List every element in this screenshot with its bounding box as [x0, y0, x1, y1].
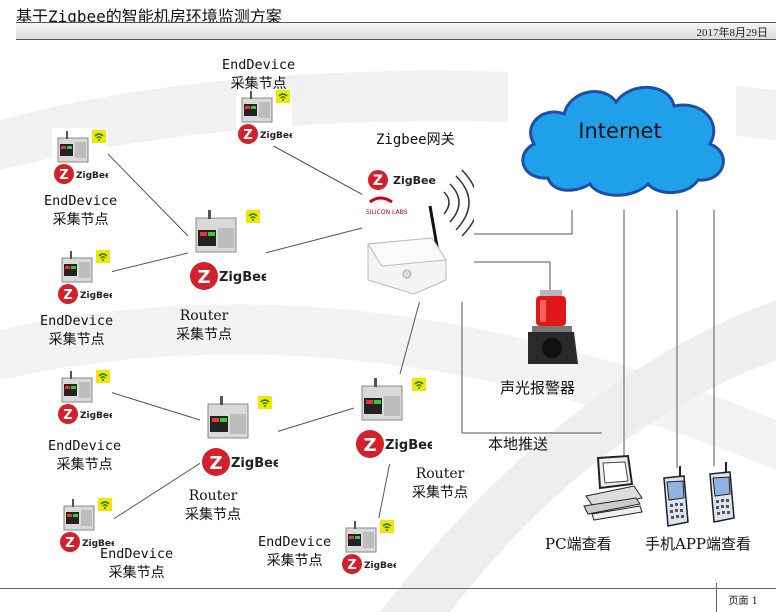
end-bottom-label: EndDevice 采集节点 — [258, 533, 331, 571]
cloud-label: Internet — [578, 119, 661, 143]
local-push-label: 本地推送 — [488, 435, 549, 453]
page-footer: 页面 1 — [0, 583, 776, 612]
cloud-shape — [521, 86, 725, 197]
page-number: 页面 1 — [728, 596, 758, 607]
link-gateway-internet — [474, 210, 573, 235]
router1-type: Router — [179, 308, 229, 324]
router1-label: Router 采集节点 — [176, 307, 232, 345]
page-date: 2017年8月29日 — [696, 27, 769, 39]
router2-label: Router 采集节点 — [185, 487, 241, 525]
internet-cloud: Internet — [508, 70, 736, 210]
link-end-left3-router2 — [109, 391, 201, 421]
end-left3-type: EndDevice — [48, 438, 122, 454]
end-bottom-type: EndDevice — [258, 534, 332, 550]
end-left1-label: EndDevice 采集节点 — [44, 192, 117, 230]
end-left3-role: 采集节点 — [56, 457, 113, 473]
footer-rule — [0, 588, 776, 589]
page-title: 基于Zigbee的智能机房环境监测方案 — [16, 7, 282, 26]
end-left4-label: EndDevice 采集节点 — [100, 545, 173, 583]
date-bar: 2017年8月29日 — [16, 22, 776, 40]
end-left3-label: EndDevice 采集节点 — [48, 437, 121, 475]
link-end-bottom-router3 — [377, 461, 391, 523]
end-device-top — [236, 88, 292, 146]
end-device-left-1 — [52, 128, 108, 186]
zigbee-gateway: Z ZigBee SILICON LABS — [362, 152, 474, 302]
router3-type: Router — [415, 466, 465, 482]
end-device-left-3 — [56, 368, 112, 426]
end-left2-role: 采集节点 — [48, 332, 105, 348]
end-device-bottom — [340, 518, 396, 576]
phone-icon-1 — [663, 466, 689, 527]
link-local-push — [461, 302, 602, 434]
router3-label: Router 采集节点 — [412, 465, 468, 503]
end-left1-role: 采集节点 — [52, 212, 109, 228]
link-router1-gateway — [264, 227, 363, 254]
link-gateway-alarm — [474, 261, 551, 290]
router2-type: Router — [188, 488, 238, 504]
router-node-2 — [200, 392, 278, 482]
router3-role: 采集节点 — [412, 485, 468, 501]
link-end-left1-router1 — [103, 149, 191, 239]
end-left1-type: EndDevice — [44, 193, 118, 209]
router2-role: 采集节点 — [185, 507, 241, 523]
gateway-label: Zigbee网关 — [376, 132, 455, 148]
end-left4-type: EndDevice — [100, 546, 174, 562]
router-node-3 — [354, 374, 432, 464]
end-device-left-2 — [56, 248, 112, 306]
silicon-labs-logo: SILICON LABS — [366, 209, 408, 216]
end-left4-role: 采集节点 — [108, 565, 165, 581]
end-top-role: 采集节点 — [230, 76, 287, 92]
pc-icon — [583, 454, 643, 521]
background-swoosh — [0, 304, 776, 470]
end-left2-label: EndDevice 采集节点 — [40, 312, 113, 350]
link-end-top-gateway — [267, 142, 366, 197]
link-router2-router3 — [275, 407, 355, 433]
alarm-device — [528, 290, 578, 364]
gateway-brand: ZigBee — [393, 174, 436, 187]
end-top-label: EndDevice 采集节点 — [222, 56, 295, 94]
link-router3-gateway — [399, 299, 421, 375]
end-left2-type: EndDevice — [40, 313, 114, 329]
end-top-type: EndDevice — [222, 57, 296, 73]
link-end-left2-router1 — [109, 252, 189, 273]
alarm-label: 声光报警器 — [500, 379, 576, 397]
phone-icon-2 — [709, 462, 735, 523]
router1-role: 采集节点 — [176, 327, 232, 343]
svg-text:Z: Z — [373, 173, 383, 189]
footer-divider — [716, 583, 717, 612]
router-node-1 — [188, 206, 266, 296]
link-end-left4-router2 — [111, 461, 203, 521]
pc-label: PC端查看 — [545, 535, 612, 553]
app-label: 手机APP端查看 — [645, 535, 752, 553]
end-bottom-role: 采集节点 — [266, 553, 323, 569]
